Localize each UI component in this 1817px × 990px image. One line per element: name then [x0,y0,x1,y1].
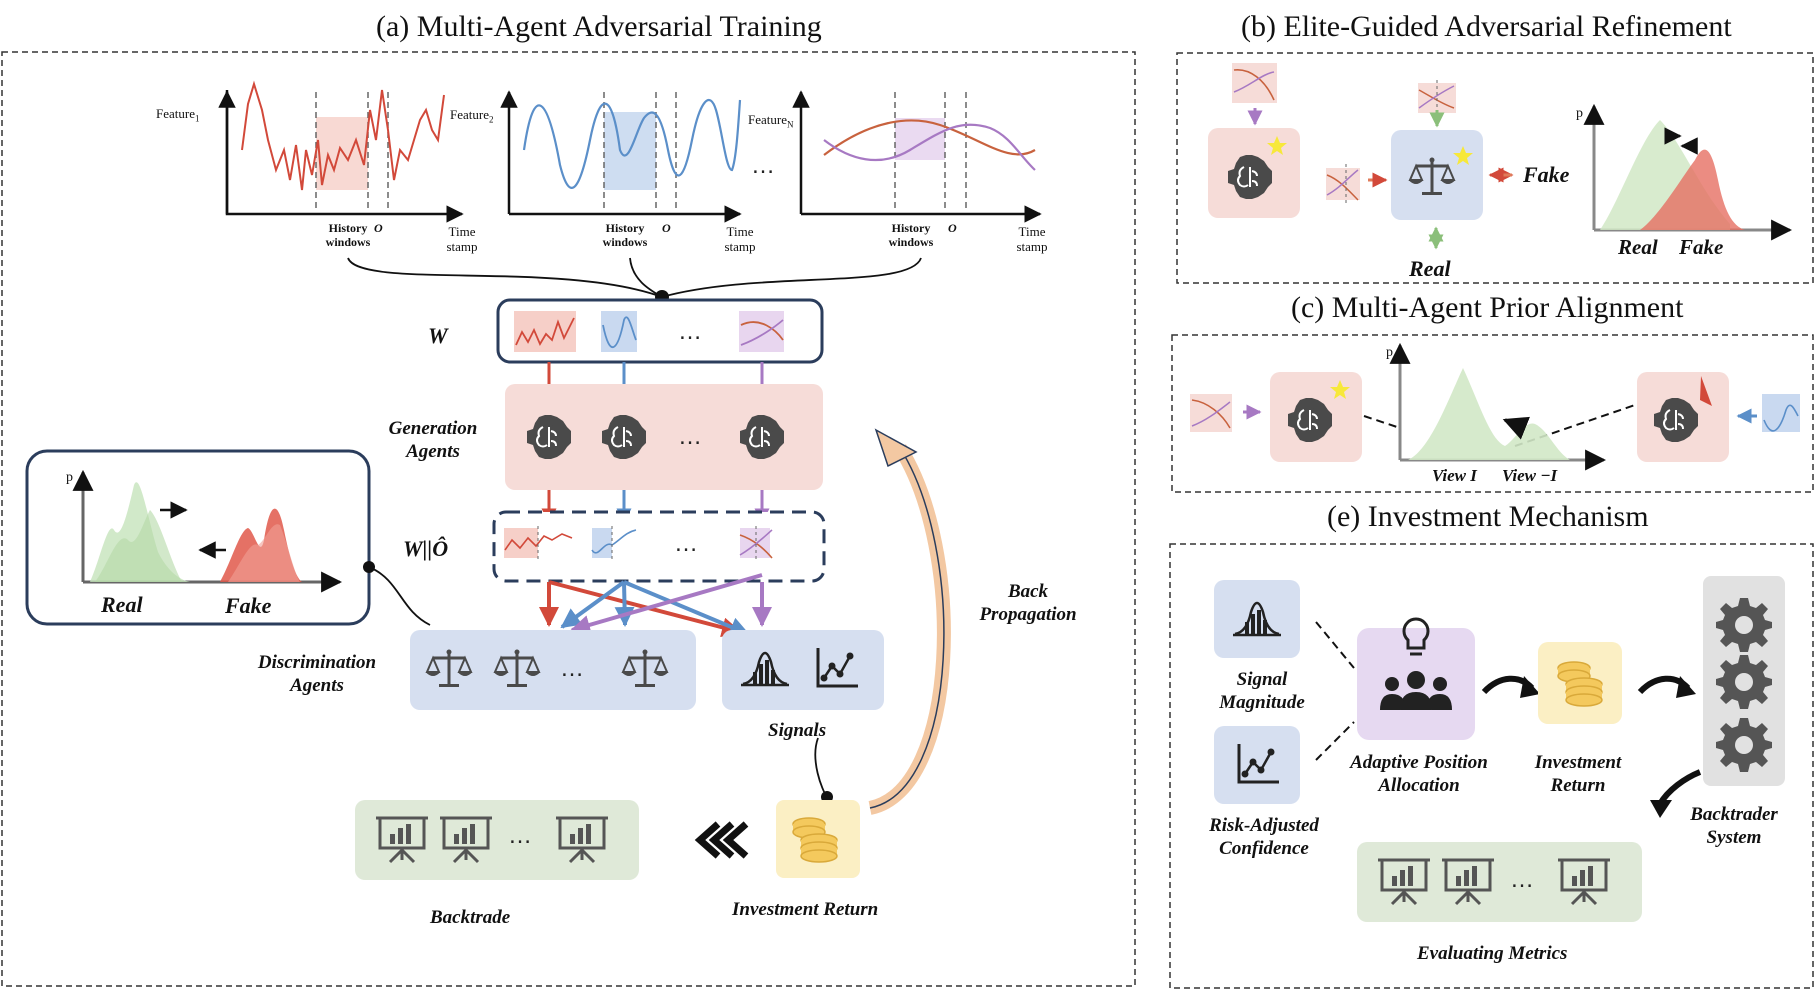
panel-c-content [1190,342,1800,471]
view-neg-label: View −I [1502,466,1558,485]
signals-box [722,630,884,710]
adaptive-position-allocation-label: Adaptive Position Allocation [1350,752,1488,796]
view-1-label: View I [1432,466,1477,485]
w-ellipsis: … [678,318,702,345]
distribution-inset-plot [72,469,343,593]
feature-N-label: FeatureN [748,112,794,130]
backtrade-box [355,800,639,880]
w-concat-label: W||Ô [403,536,449,561]
signals-label: Signals [768,720,827,741]
w-label: W [428,323,448,348]
w-thumbnails [514,311,784,352]
back-propagation-label: Back Propagation [979,581,1077,625]
panel-b-real-label: Real [1409,256,1451,281]
backtrader-system-label: Backtrader System [1690,804,1778,848]
backtrade-ellipsis: … [508,822,532,849]
discrimination-ellipsis: … [560,655,584,682]
panel-b-title: (b) Elite-Guided Adversarial Refinement [1241,10,1732,43]
panel-c-p-label: p [1386,345,1393,360]
gear-icon [1716,655,1772,709]
dist-p-label: p [66,470,73,485]
w-concat-thumbnails [504,526,773,560]
panel-a-title: (a) Multi-Agent Adversarial Training [376,10,822,43]
dist-fake-label: Fake [225,593,272,618]
evaluating-metrics-label: Evaluating Metrics [1417,943,1568,964]
time-stamp-label-2: Time stamp [724,224,756,254]
chevron-left-icon [694,821,749,859]
history-windows-label-2: History windows [602,221,648,249]
panel-e-title: (e) Investment Mechanism [1327,500,1649,533]
panel-c-title: (c) Multi-Agent Prior Alignment [1291,291,1684,324]
time-stamp-label-N: Time stamp [1016,224,1048,254]
evaluating-ellipsis: … [1510,866,1534,893]
gear-icon [1716,598,1772,652]
signal-magnitude-label: Signal Magnitude [1219,669,1305,713]
w-concat-ellipsis: … [674,530,698,557]
o-label-1: O [374,221,383,235]
team-idea-icon [1380,617,1452,710]
o-label-2: O [662,221,671,235]
o-label-N: O [948,221,957,235]
panel-b-axis-real: Real [1618,235,1658,259]
gear-icon [1716,718,1772,772]
generation-agents-box [505,384,823,490]
risk-adjusted-confidence-label: Risk-Adjusted Confidence [1209,815,1319,859]
feature-2-label: Feature2 [450,107,494,125]
dist-real-label: Real [101,592,143,617]
panel-c-frame [1171,334,1814,493]
feature-chart-1 [218,80,464,223]
panel-b-p-label: p [1576,106,1583,121]
feature-chart-2 [500,90,742,223]
history-windows-label-N: History windows [888,221,934,249]
distribution-inset-box [25,449,371,626]
panel-e-content [1214,576,1785,922]
discrimination-agents-box [410,630,696,710]
panel-e-frame [1169,543,1814,989]
panel-a-frame [1,51,1136,987]
feature-chart-N [792,90,1042,223]
generation-ellipsis: … [678,423,702,450]
panel-b-content [1208,63,1793,250]
panel-b-axis-fake: Fake [1679,235,1724,259]
w-concat-box [492,510,826,583]
investment-return-e-label: Investment Return [1534,752,1622,796]
feature-1-label: Feature1 [156,106,200,124]
feature-merge-lines [347,257,922,304]
back-propagation-arrow [868,428,951,815]
investment-return-label: Investment Return [732,899,879,920]
discrimination-agents-label: Discrimination Agents [257,652,377,696]
time-stamp-label-1: Time stamp [446,224,478,254]
panel-b-frame [1176,52,1814,284]
panel-b-fake-label: Fake [1523,162,1570,187]
backtrade-label: Backtrade [430,907,511,928]
cross-arrows [539,573,772,638]
feature-ellipsis: … [751,152,775,179]
generation-agents-label: Generation Agents [388,418,478,462]
history-windows-label-1: History windows [325,221,371,249]
